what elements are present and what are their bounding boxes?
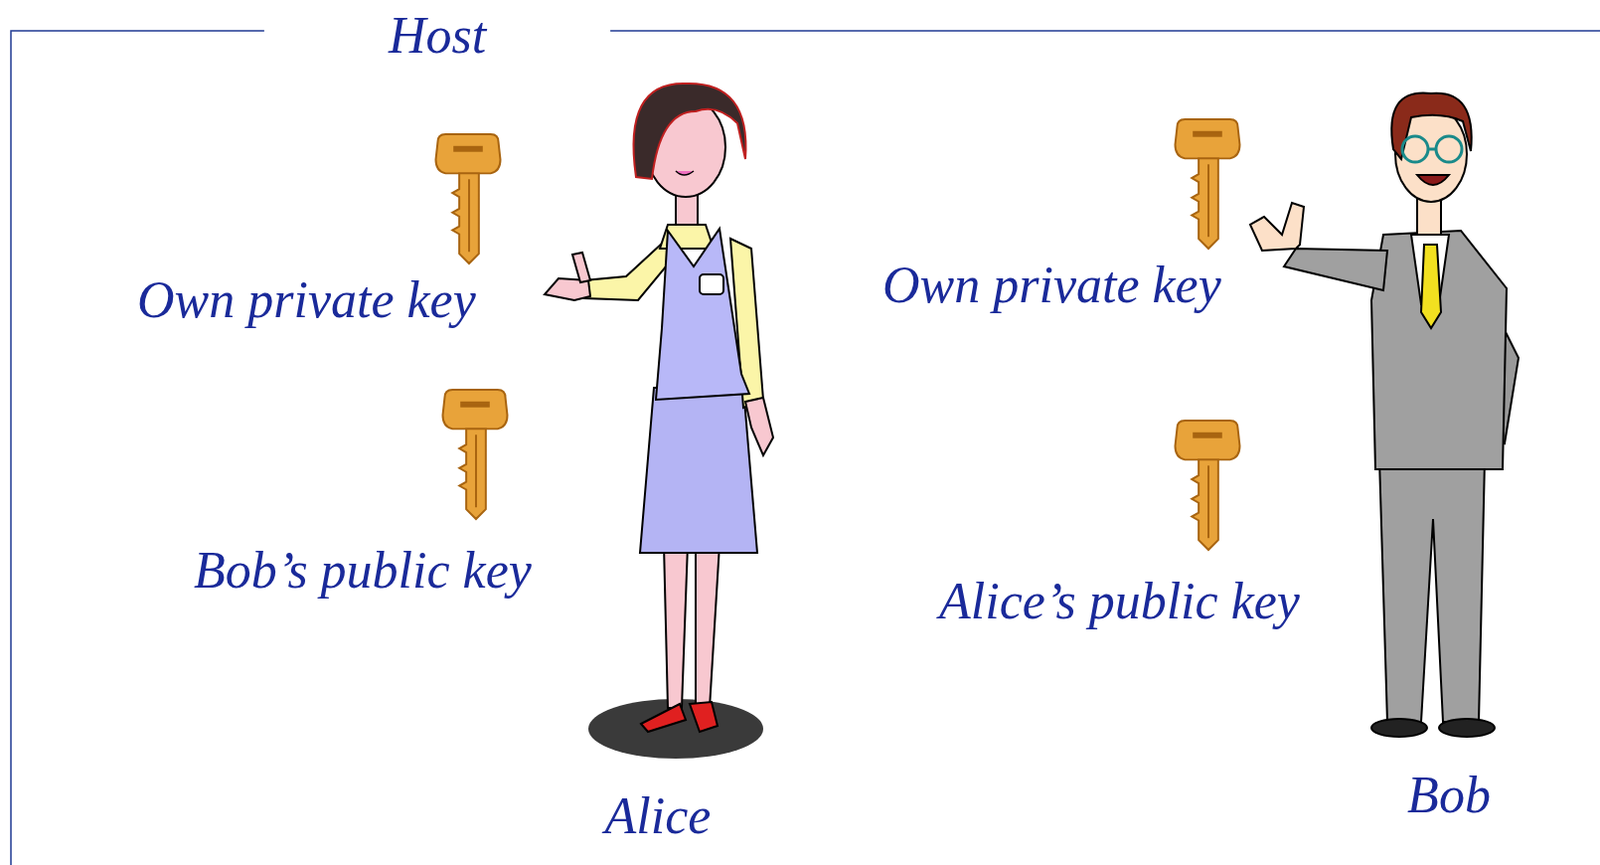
host-frame: Host — [9, 9, 1600, 865]
key-icon — [435, 134, 500, 264]
frame-title: Host — [388, 9, 486, 62]
key-label: Own private key — [137, 274, 477, 326]
frame-line — [610, 29, 1600, 32]
key-icon — [1174, 420, 1240, 550]
key-label: Bob’s public key — [193, 544, 532, 597]
bob-figure — [1250, 92, 1519, 737]
person-name: Bob — [1407, 769, 1491, 821]
key-label: Alice’s public key — [939, 575, 1300, 628]
person-name: Alice — [605, 790, 712, 842]
key-label: Own private key — [882, 259, 1222, 312]
key-icon — [1174, 119, 1240, 249]
alice-figure — [544, 83, 774, 759]
frame-line — [10, 30, 265, 865]
key-icon — [442, 389, 507, 519]
frame-outline — [9, 9, 1600, 865]
